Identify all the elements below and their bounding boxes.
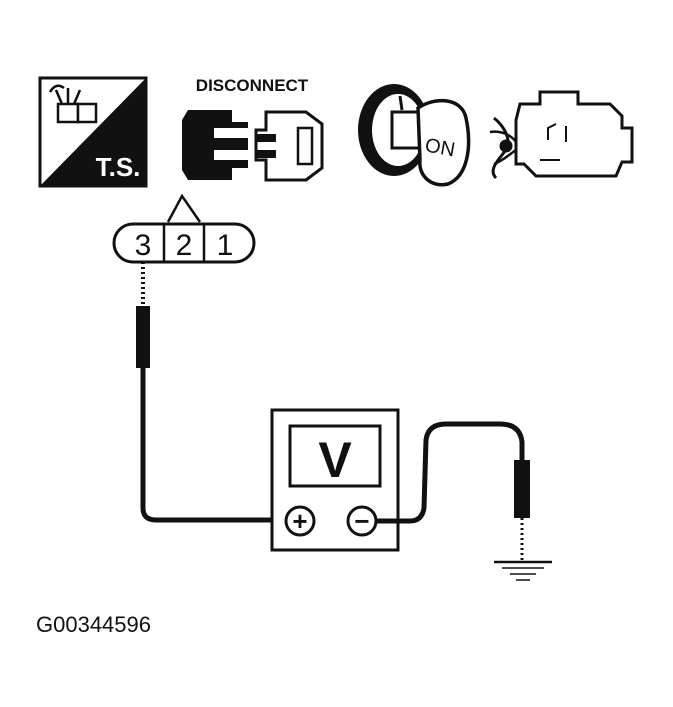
voltmeter-symbol: V — [318, 432, 352, 488]
negative-probe-handle — [514, 460, 530, 518]
disconnect-label: DISCONNECT — [196, 76, 309, 95]
connector-body — [112, 222, 256, 264]
positive-terminal — [284, 505, 316, 537]
negative-probe-lead — [376, 421, 530, 560]
positive-symbol: + — [292, 506, 307, 536]
connector-pointer — [166, 193, 202, 223]
positive-probe-lead — [136, 262, 286, 523]
connector: 3 2 1 — [112, 193, 256, 264]
ground-icon — [494, 560, 552, 581]
ts-icon: T.S. — [38, 76, 148, 188]
ignition-key-icon: ON — [358, 84, 471, 187]
ts-label: T.S. — [96, 152, 141, 182]
plug-left-icon — [182, 110, 248, 180]
voltmeter: V + − — [270, 408, 400, 552]
positive-probe-handle — [136, 306, 150, 368]
engine-icon — [489, 90, 634, 180]
negative-symbol: − — [354, 506, 369, 536]
ts-connector-icon — [48, 84, 98, 124]
connector-pin-3: 3 — [135, 229, 152, 262]
connector-pin-1: 1 — [217, 229, 234, 262]
disconnect-icon: DISCONNECT — [182, 76, 324, 182]
voltmeter-display — [288, 424, 382, 488]
ignition-on-label: ON — [423, 135, 456, 162]
connector-pin-2: 2 — [176, 229, 193, 262]
figure-id: G00344596 — [36, 612, 151, 637]
